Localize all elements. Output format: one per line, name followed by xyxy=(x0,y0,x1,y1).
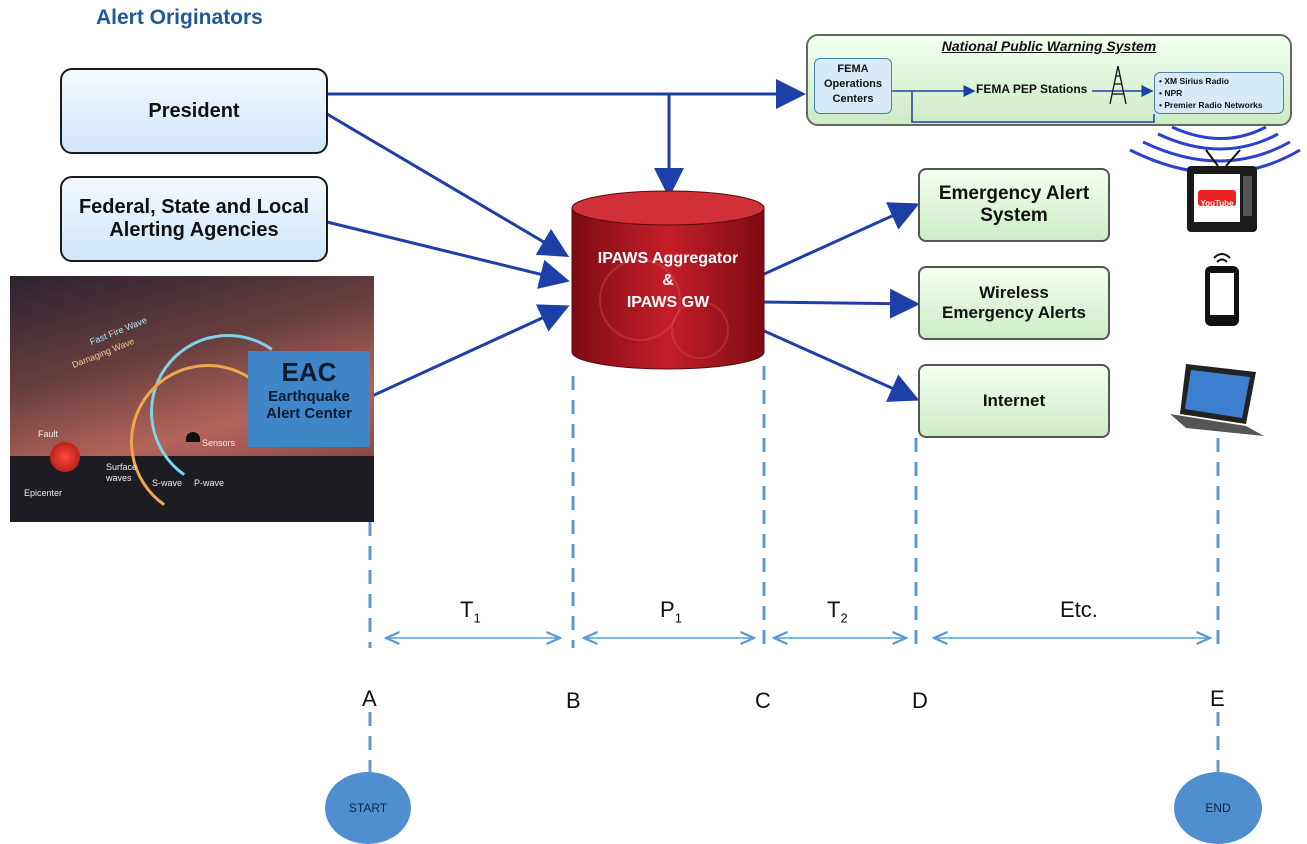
wea-line1: Wireless xyxy=(979,283,1049,302)
npws-connectors xyxy=(892,65,1155,123)
page-title: Alert Originators xyxy=(96,6,263,29)
aggregator-label: IPAWS Aggregator & IPAWS GW xyxy=(572,248,764,314)
s-wave-label: S-wave xyxy=(152,478,183,488)
epicenter-label: Epicenter xyxy=(24,488,63,498)
p-wave-label: P-wave xyxy=(194,478,225,488)
president-label: President xyxy=(148,99,240,122)
agencies-box: Federal, State and Local Alerting Agenci… xyxy=(60,176,328,262)
eas-line1: Emergency Alert xyxy=(938,183,1090,204)
fema-ops-line2: Operations xyxy=(823,78,883,90)
t1-label: T xyxy=(460,597,474,622)
fault-label: Fault xyxy=(38,429,59,439)
interval-p1: P1 xyxy=(660,597,682,625)
end-label: END xyxy=(1205,801,1231,815)
sensors-label: Sensors xyxy=(202,438,236,448)
wea-line2: Emergency Alerts xyxy=(942,303,1086,322)
fema-ops-line1: FEMA xyxy=(837,63,869,75)
arrow-aggregator-to-eas xyxy=(761,202,920,277)
eac-line1: Earthquake xyxy=(268,388,350,405)
radio-networks-box: • XM Sirius Radio • NPR • Premier Radio … xyxy=(1154,72,1284,114)
radio-tower-icon xyxy=(1109,65,1127,105)
phone-icon xyxy=(1205,253,1239,326)
network-item: • Premier Radio Networks xyxy=(1159,100,1263,110)
start-label: START xyxy=(348,801,388,815)
arrow-aggregator-to-internet xyxy=(761,328,920,402)
point-e: E xyxy=(1210,686,1225,711)
interval-t1: T1 xyxy=(460,597,481,625)
point-b: B xyxy=(566,688,581,713)
laptop-icon xyxy=(1170,364,1264,436)
point-d: D xyxy=(912,688,928,713)
network-item: • XM Sirius Radio xyxy=(1159,76,1230,86)
aggregator-line1: IPAWS Aggregator xyxy=(597,250,739,267)
eac-acronym: EAC xyxy=(281,357,337,387)
aggregator-line2: & xyxy=(662,272,674,289)
epicenter-icon xyxy=(50,442,80,472)
tv-logo-text: YouTube xyxy=(1200,199,1234,208)
eas-box: Emergency Alert System xyxy=(918,168,1110,242)
pep-stations-label: FEMA PEP Stations xyxy=(976,82,1088,96)
arrow-president-to-aggregator xyxy=(326,112,570,258)
npws-panel: National Public Warning System FEMA Oper… xyxy=(806,34,1292,126)
start-circle: START xyxy=(325,772,411,844)
point-c: C xyxy=(755,688,771,713)
wea-box: Wireless Emergency Alerts xyxy=(918,266,1110,340)
fema-ops-line3: Centers xyxy=(832,93,874,105)
fema-ops-box: FEMA Operations Centers xyxy=(814,58,892,114)
timeline-dashes xyxy=(368,366,1220,772)
npws-title: National Public Warning System xyxy=(941,38,1157,54)
end-circle: END xyxy=(1174,772,1262,844)
arrow-eac-to-aggregator xyxy=(371,304,570,398)
t1-subscript: 1 xyxy=(473,610,481,626)
interval-etc: Etc. xyxy=(1060,597,1098,622)
surface-waves-label-1: Surface xyxy=(106,462,138,472)
arrow-agencies-to-aggregator xyxy=(326,220,570,289)
arrow-aggregator-to-wea xyxy=(761,288,920,319)
flow-arrows xyxy=(326,79,920,402)
internet-box: Internet xyxy=(918,364,1110,438)
agencies-label-line2: Alerting Agencies xyxy=(109,219,279,241)
eac-line2: Alert Center xyxy=(266,405,352,422)
t2-label: T xyxy=(827,597,841,622)
aggregator-line3: IPAWS GW xyxy=(626,294,710,311)
eas-line2: System xyxy=(980,205,1048,226)
interval-t2: T2 xyxy=(827,597,848,625)
eac-box: EAC Earthquake Alert Center xyxy=(248,351,370,447)
network-item: • NPR xyxy=(1159,88,1183,98)
aggregator-cylinder xyxy=(571,190,765,370)
p1-label: P xyxy=(660,597,675,622)
sensor-icon xyxy=(186,432,200,442)
agencies-label-line1: Federal, State and Local xyxy=(78,196,310,218)
tv-icon xyxy=(1187,149,1257,232)
internet-label: Internet xyxy=(982,391,1046,410)
t2-subscript: 2 xyxy=(840,610,848,626)
point-a: A xyxy=(362,686,377,711)
president-box: President xyxy=(60,68,328,154)
surface-waves-label-2: waves xyxy=(106,473,132,483)
p1-subscript: 1 xyxy=(674,610,682,626)
